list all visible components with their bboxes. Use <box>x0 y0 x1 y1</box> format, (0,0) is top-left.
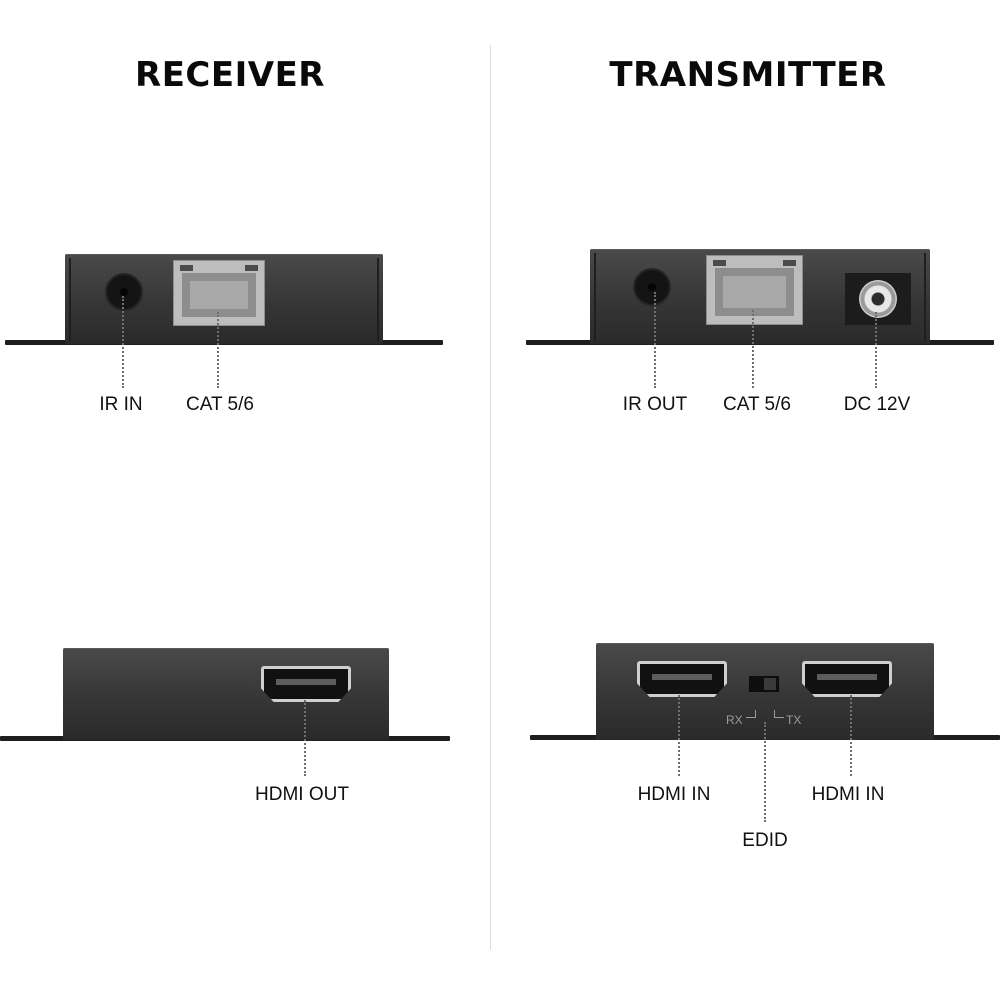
cat-ethernet-port <box>173 260 265 326</box>
ir-out-jack <box>633 268 671 306</box>
leader-line <box>678 695 680 776</box>
edid-switch <box>749 676 779 692</box>
leader-line <box>122 296 124 388</box>
leader-line <box>217 312 219 388</box>
dc-12v-label: DC 12V <box>843 394 911 415</box>
cat-label: CAT 5/6 <box>723 394 791 415</box>
edid-label: EDID <box>742 830 788 851</box>
ir-out-label: IR OUT <box>622 394 688 415</box>
receiver-title: RECEIVER <box>135 55 325 95</box>
switch-tx-label: TX <box>786 713 802 727</box>
hdmi-in-label-right: HDMI IN <box>811 784 885 805</box>
hdmi-in-label-left: HDMI IN <box>637 784 711 805</box>
hdmi-in-port-left <box>637 661 727 697</box>
leader-line <box>654 292 656 388</box>
leader-line <box>850 695 852 776</box>
hdmi-out-label: HDMI OUT <box>255 784 349 805</box>
leader-line <box>764 722 766 822</box>
cat-ethernet-port <box>706 255 803 325</box>
ir-in-jack <box>105 273 143 311</box>
hdmi-out-port <box>261 666 351 702</box>
transmitter-title: TRANSMITTER <box>609 55 887 95</box>
switch-tx-bracket <box>774 710 784 718</box>
hdmi-in-port-right <box>802 661 892 697</box>
leader-line <box>304 700 306 776</box>
cat-label: CAT 5/6 <box>186 394 254 415</box>
dc-power-port <box>845 273 911 325</box>
ir-in-label: IR IN <box>99 394 143 415</box>
switch-rx-bracket <box>746 710 756 718</box>
switch-rx-label: RX <box>726 713 743 727</box>
leader-line <box>875 312 877 388</box>
leader-line <box>752 310 754 388</box>
center-divider <box>490 45 491 950</box>
